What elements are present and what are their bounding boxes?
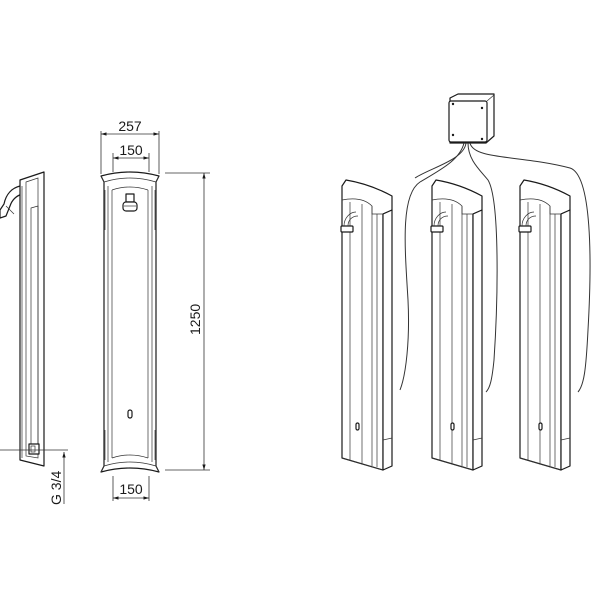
shower-head-icon (122, 193, 138, 212)
shower-head-icon (340, 211, 359, 233)
shower-head-icon (0, 185, 23, 219)
height-dimension: 1250 (187, 304, 203, 335)
shower-panel-1 (340, 179, 393, 471)
shower-panel-3 (518, 179, 571, 471)
overall-width-dimension: 257 (118, 118, 142, 134)
shower-head-icon (430, 211, 449, 233)
connection-fitting (28, 443, 40, 455)
sensor-icon (450, 422, 455, 431)
installation-view (340, 93, 591, 471)
side-view: G 3/4 (0, 171, 68, 505)
sensor-icon (355, 422, 360, 431)
top-width-dimension: 150 (119, 142, 143, 158)
shower-panel-2 (430, 179, 483, 471)
connection-size-label: G 3/4 (48, 471, 64, 505)
cables (399, 142, 591, 393)
sensor-icon (538, 422, 543, 431)
shower-head-icon (518, 211, 537, 233)
front-view: 257 150 150 1250 (100, 118, 210, 501)
sensor-icon (127, 409, 133, 419)
junction-box (448, 93, 495, 144)
bottom-width-dimension: 150 (119, 481, 143, 497)
